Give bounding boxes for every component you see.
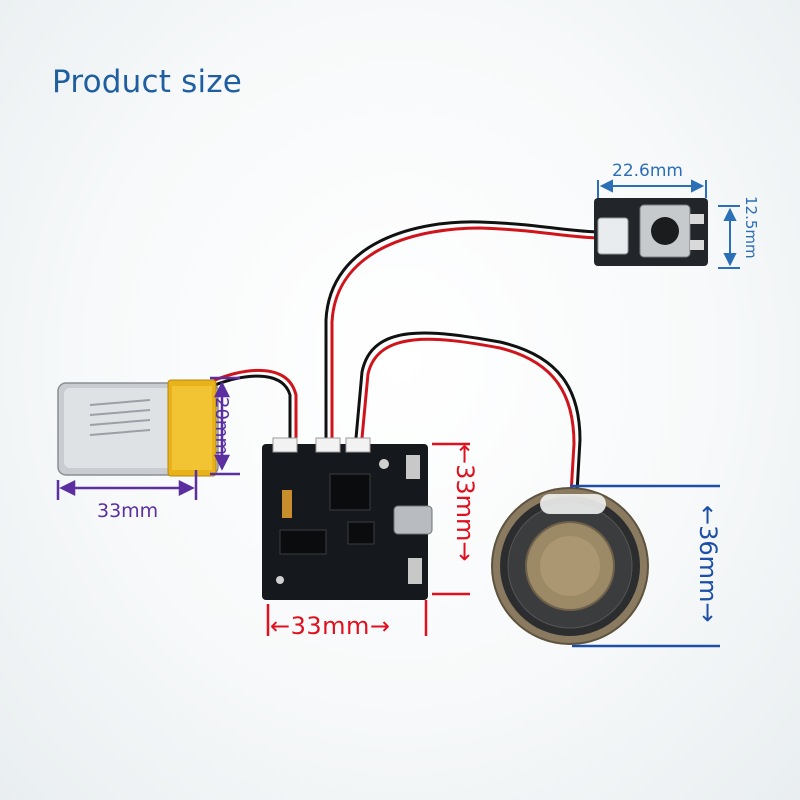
button-height-label: 12.5mm — [742, 196, 760, 259]
battery-dimension-marks — [56, 376, 240, 500]
circuit-board — [262, 437, 433, 600]
button-width-label: 22.6mm — [612, 161, 683, 181]
board-dimension-marks — [266, 442, 470, 636]
board-height-label: ←33mm→ — [451, 444, 479, 562]
speaker — [491, 487, 649, 645]
wires — [213, 220, 604, 496]
board-width-label: ←33mm→ — [270, 612, 391, 640]
battery — [57, 379, 219, 477]
page-title: Product size — [52, 64, 243, 100]
battery-height-label: 20mm — [211, 397, 232, 455]
speaker-diameter-label: ←36mm→ — [694, 505, 722, 623]
speaker-dimension-marks — [570, 484, 720, 648]
button-module — [594, 198, 708, 266]
battery-width-label: 33mm — [97, 500, 159, 522]
button-dimension-marks — [597, 179, 740, 269]
